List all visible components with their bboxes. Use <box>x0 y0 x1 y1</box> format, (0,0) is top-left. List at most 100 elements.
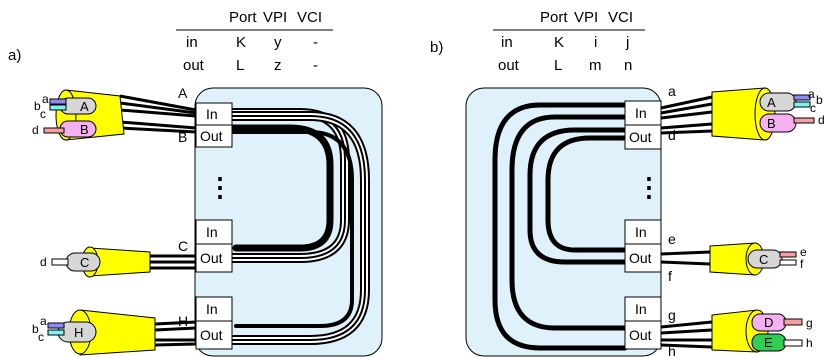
port-c-in-label: In <box>206 224 218 240</box>
port-h-in-label: In <box>206 301 218 317</box>
port-h-name: H <box>178 313 188 329</box>
wire-label-b-b: b <box>816 93 823 107</box>
cable-wires-a <box>119 94 197 347</box>
port-b3-in-label: In <box>635 301 647 317</box>
cable-bundle-b-top: A B a b c d <box>711 87 825 141</box>
switch-routes-a <box>226 108 370 345</box>
table-b-row2-vci: n <box>624 57 632 74</box>
wire-label-b-f: f <box>800 257 804 271</box>
port-c-name: C <box>178 238 188 254</box>
port-a-in-label: In <box>206 106 218 122</box>
plug-h-label: H <box>74 325 83 340</box>
table-a-row1-vci: - <box>313 34 318 51</box>
wire-label-b-g: g <box>806 316 813 330</box>
port-b3-out-label: Out <box>629 327 652 343</box>
plug-c-label: C <box>80 255 89 270</box>
port-c-out-label: Out <box>200 250 223 266</box>
wire-label-b-h: h <box>806 336 813 350</box>
plug-b-a-label: A <box>767 95 776 110</box>
port-b2-out-label: Out <box>629 250 652 266</box>
plug-b-b-label: B <box>767 116 776 131</box>
table-b-row1-dir: in <box>501 34 513 51</box>
plug-b-label: B <box>80 122 89 137</box>
routing-table-a: Port VPI VCI in K y - out L z - <box>176 9 333 74</box>
plug-b <box>59 120 97 138</box>
wire-label-d: d <box>32 123 39 137</box>
table-a-header-vpi: VPI <box>263 9 287 26</box>
link-label-d: d <box>668 127 676 143</box>
table-b-row1-vci: j <box>625 34 629 51</box>
wire-label-c: c <box>40 107 46 121</box>
wire-label-c-bot: c <box>38 330 44 344</box>
cable-bundle-b-bot: D E g h <box>711 309 813 353</box>
cable-bundle-a-top: A B a b c d <box>32 89 125 141</box>
table-a-row1-vpi: y <box>274 34 282 51</box>
wire-label-d-mid: d <box>40 255 47 269</box>
port-b1-out-box <box>624 124 662 150</box>
port-h-in-box <box>195 296 233 322</box>
link-labels-b: a d e f g h <box>668 83 676 357</box>
link-label-e: e <box>668 231 676 247</box>
table-b-row2-vpi: m <box>589 57 602 74</box>
port-b2-in-box <box>624 219 662 245</box>
port-b-name: B <box>178 129 187 145</box>
table-b-header-vci: VCI <box>608 9 633 26</box>
port-a-out-label: Out <box>200 128 223 144</box>
cable-bundle-b-mid: C e f <box>709 242 807 276</box>
table-a-row2-vci: - <box>313 57 318 74</box>
wire-label-a: a <box>42 92 49 106</box>
wire-label-b-e: e <box>800 245 807 259</box>
wire-label-a-bot: a <box>40 314 47 328</box>
port-a-out-box <box>195 124 233 148</box>
plug-b-b <box>759 113 797 133</box>
port-h-out-box <box>195 320 233 350</box>
plug-b-d-label: D <box>764 315 773 330</box>
table-b-header-vpi: VPI <box>574 9 598 26</box>
port-c-in-box <box>195 219 233 245</box>
wire-label-b: b <box>34 99 41 113</box>
port-boxes-b: In Out In Out In Out <box>624 100 662 350</box>
cable-bundle-a-mid: C d <box>40 246 151 278</box>
plug-a-label: A <box>80 99 89 114</box>
port-ellipsis-b: ⋮ <box>636 172 662 202</box>
switch-body-a <box>194 87 383 357</box>
port-b2-out-box <box>624 243 662 273</box>
table-b-header-port: Port <box>540 9 568 26</box>
link-label-g: g <box>668 307 676 323</box>
plug-b-c-label: C <box>759 252 768 267</box>
wire-label-b-a: a <box>808 87 815 101</box>
port-boxes-a: In Out A B In Out C In Out H <box>178 85 233 350</box>
port-a-name: A <box>178 85 188 101</box>
plug-b-c <box>747 249 783 269</box>
port-ellipsis-a: ⋮ <box>207 172 233 202</box>
panel-a: a) Port VPI VCI in K y - out L z - <box>8 9 383 357</box>
wire-label-b-d: d <box>818 113 825 127</box>
table-a-row2-dir: out <box>183 57 205 74</box>
link-label-h: h <box>668 343 676 357</box>
table-a-row1-port: K <box>236 34 246 51</box>
table-b-row2-dir: out <box>498 57 520 74</box>
routing-table-b: Port VPI VCI in K i j out L m n <box>493 9 645 74</box>
switch-routes-b <box>492 102 628 351</box>
table-b-row1-port: K <box>554 34 564 51</box>
port-b3-out-box <box>624 320 662 350</box>
plug-b-e-label: E <box>764 335 773 350</box>
plug-b-a <box>759 92 797 112</box>
panel-a-label: a) <box>8 47 21 64</box>
table-a-header-port: Port <box>229 9 257 26</box>
table-a-row2-port: L <box>236 57 244 74</box>
table-b-row1-vpi: i <box>594 34 597 51</box>
port-b1-out-label: Out <box>629 129 652 145</box>
wire-label-b-c: c <box>810 101 816 115</box>
port-h-out-label: Out <box>200 327 223 343</box>
table-a-row1-dir: in <box>186 34 198 51</box>
cable-bundle-a-bot: H a b c <box>32 309 156 356</box>
port-b1-in-label: In <box>635 105 647 121</box>
table-a-header-vci: VCI <box>297 9 322 26</box>
port-b1-in-box <box>624 100 662 126</box>
link-label-a: a <box>668 83 676 99</box>
table-a-row2-vpi: z <box>274 57 282 74</box>
port-c-out-box <box>195 243 233 273</box>
wire-label-b-bot: b <box>32 322 39 336</box>
